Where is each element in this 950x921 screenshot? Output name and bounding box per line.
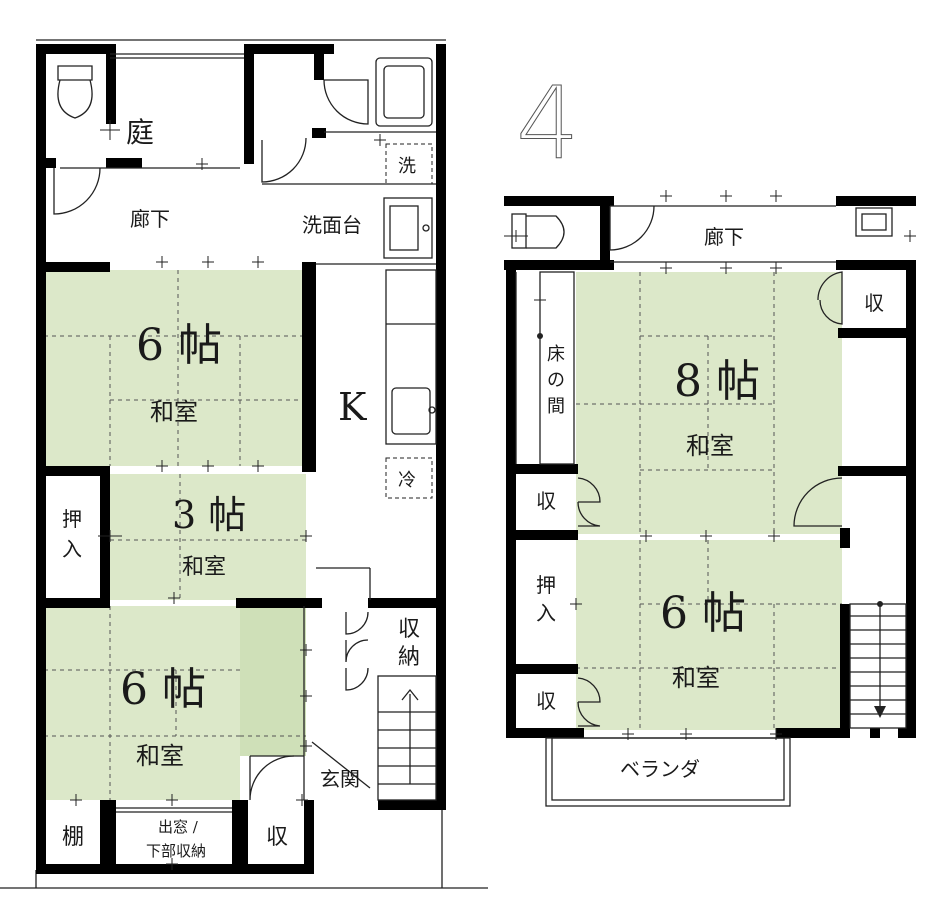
fridge-label: 冷 (398, 470, 416, 491)
room-8jo-type: 和室 (686, 432, 734, 460)
toilet-icon-floor2 (511, 213, 565, 249)
washbasin-label: 洗面台 (302, 213, 362, 237)
stair-storage-label: 収納 (398, 617, 420, 670)
washer-label: 洗 (398, 156, 416, 177)
hall-label-floor1: 廊下 (130, 207, 170, 231)
fridge-space (385, 457, 433, 499)
floor-number: 4 (516, 65, 580, 182)
small-storage-label: 収 (266, 825, 288, 850)
dimension-marks-floor1 (70, 120, 386, 870)
room-8jo-size: 8 帖 (674, 356, 760, 407)
room-6jo-bottom-type: 和室 (136, 742, 184, 770)
room-6jo-top-size: 6 帖 (136, 320, 222, 371)
closet-floor2-label: 押入 (536, 573, 556, 625)
bay-window-label: 出窓 / (158, 818, 199, 836)
room-8jo-floor (576, 272, 842, 534)
washer-space (385, 143, 433, 185)
floor-1-plan: 庭 廊下 洗面台 洗 K 冷 6 帖 和室 3 帖 和室 押入 6 帖 和室 収… (0, 39, 488, 889)
tokonoma (539, 271, 575, 465)
kitchen-label: K (338, 385, 367, 429)
walls-floor2 (504, 196, 916, 738)
storage-left-1-label: 収 (536, 489, 556, 513)
room-6jo-top-floor (44, 270, 304, 466)
shelf-label: 棚 (62, 825, 84, 850)
room-6jo-bottom-size: 6 帖 (120, 664, 206, 715)
closet-floor1-label: 押入 (62, 507, 82, 561)
staircase-floor1 (377, 675, 437, 801)
bay-storage-label: 下部収納 (146, 842, 206, 860)
room-6jo-bottom-floor (44, 606, 240, 800)
room-6jo-floor2 (576, 540, 842, 730)
walls-floor1 (36, 44, 446, 874)
bath-unit-icon (375, 57, 433, 127)
dimension-marks-floor2 (504, 190, 916, 740)
tatami-lines-floor2 (576, 272, 842, 730)
garden-label: 庭 (126, 116, 154, 149)
room-6jo-floor2-size: 6 帖 (660, 588, 746, 639)
storage-top-label: 収 (864, 291, 884, 315)
room-6jo-floor2-type: 和室 (672, 664, 720, 692)
tatami-lines-floor1 (44, 270, 306, 800)
storage-left-2-label: 収 (536, 689, 556, 713)
tokonoma-label: 床の間 (547, 344, 565, 417)
room-3jo-floor (110, 474, 306, 600)
kitchen-counter (385, 269, 437, 445)
staircase-floor2 (849, 601, 907, 729)
room-3jo-type: 和室 (182, 555, 226, 580)
toilet-icon (57, 65, 93, 119)
washbasin-icon (383, 197, 433, 259)
room-6jo-top-type: 和室 (150, 398, 198, 426)
kitchen-sink-icon (391, 387, 431, 435)
veranda-label: ベランダ (620, 757, 700, 781)
washbasin-icon-floor2 (855, 207, 893, 237)
floor-2-plan: 4 (504, 65, 916, 807)
room-3jo-size: 3 帖 (172, 493, 246, 537)
entrance-label: 玄関 (320, 767, 360, 791)
hall-label-floor2: 廊下 (704, 225, 744, 249)
